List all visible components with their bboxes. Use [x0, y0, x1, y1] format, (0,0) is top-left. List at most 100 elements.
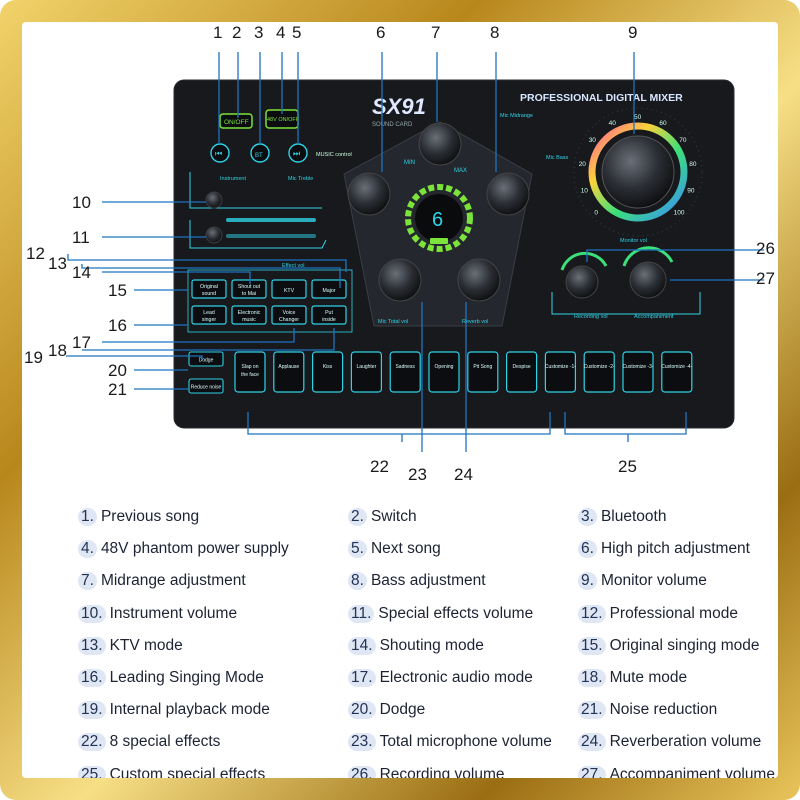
legend-number: 19.	[78, 701, 106, 720]
dial-tick-label: 50	[634, 114, 642, 121]
callout-lines	[66, 52, 764, 452]
callout-13: 13	[48, 254, 67, 273]
effect-slider[interactable]	[226, 234, 316, 238]
legend-number: 1.	[78, 508, 97, 526]
effect-pad[interactable]	[583, 351, 615, 393]
dial-tick-label: 40	[609, 120, 617, 127]
effect-pad[interactable]	[661, 351, 693, 393]
callout-4: 4	[276, 23, 285, 42]
callout-24: 24	[454, 465, 473, 484]
effect-pad-label: Customize -3-	[622, 364, 653, 370]
callout-2: 2	[232, 23, 241, 42]
dial-tick-label: 100	[674, 210, 685, 217]
legend-item: 18.Mute mode	[578, 669, 687, 687]
prev-icon: ⏮	[215, 149, 222, 158]
callout-11: 11	[72, 228, 90, 247]
mode-button[interactable]	[231, 305, 267, 325]
legend-number: 14.	[348, 636, 376, 655]
reverb-vol-label: Reverb vol	[462, 319, 488, 325]
treble-knob[interactable]	[347, 172, 391, 216]
legend-item: 14.Shouting mode	[348, 636, 484, 655]
legend-text: Bluetooth	[600, 508, 667, 525]
prev-button[interactable]	[210, 143, 230, 163]
callout-15: 15	[108, 281, 127, 300]
mode-button-label: Voice	[283, 310, 296, 316]
mic-bass-label: Mic Bass	[546, 155, 569, 161]
legend-text: Total microphone volume	[379, 733, 552, 751]
effect-pad[interactable]	[350, 351, 382, 393]
legend-item: 12.Professional mode	[578, 604, 738, 623]
monitor-vol-label: Monitor vol	[620, 238, 647, 244]
legend-item: 13.KTV mode	[78, 636, 183, 655]
mode-button-label: KTV	[284, 288, 295, 294]
effect-pad-small[interactable]	[188, 378, 224, 394]
mode-button[interactable]	[271, 305, 307, 325]
effect-pad[interactable]	[428, 351, 460, 393]
legend-number: 20.	[348, 701, 376, 720]
legend-item: 10.Instrument volume	[78, 604, 237, 623]
effect-vol-label: Effect vol	[282, 263, 305, 269]
effect-knob[interactable]	[205, 226, 223, 244]
dial-tick-label: 60	[659, 120, 667, 127]
bluetooth-label: BT	[255, 153, 263, 159]
mode-button-label: Original	[200, 284, 218, 290]
phantom-label: 48V ON/OFF	[267, 117, 300, 123]
mic-total-knob[interactable]	[378, 258, 422, 302]
legend-text: Dodge	[379, 701, 426, 719]
legend-item: 8.Bass adjustment	[348, 572, 486, 591]
mode-button[interactable]	[271, 279, 307, 299]
legend-number: 5.	[348, 540, 367, 559]
callout-12: 12	[26, 244, 45, 263]
effect-pad[interactable]	[312, 351, 344, 393]
midrange-knob[interactable]	[418, 122, 462, 166]
monitor-knob[interactable]	[601, 135, 675, 209]
bass-knob[interactable]	[486, 172, 530, 216]
instrument-knob[interactable]	[205, 191, 223, 209]
legend-item: 4.48V phantom power supply	[78, 540, 289, 559]
legend-item: 27.Accompaniment volume	[578, 765, 775, 778]
recording-knob[interactable]	[565, 265, 599, 299]
callout-5: 5	[292, 23, 301, 42]
legend-item: 6.High pitch adjustment	[578, 540, 750, 559]
dial-tick-label: 70	[679, 137, 687, 144]
effect-pad[interactable]	[544, 351, 577, 393]
effect-pad[interactable]	[389, 351, 421, 393]
battery-icon	[430, 238, 448, 244]
mode-button[interactable]	[311, 279, 347, 299]
effect-pad-label: Opening	[435, 364, 454, 370]
mode-button-label: music	[242, 317, 256, 323]
mode-button[interactable]	[311, 305, 347, 325]
legend-item: 2.Switch	[348, 508, 417, 526]
callout-8: 8	[490, 23, 499, 42]
legend-number: 17.	[348, 669, 376, 687]
mixer-diagram: SX91 SOUND CARD PROFESSIONAL DIGITAL MIX…	[24, 23, 775, 484]
max-label: MAX	[454, 168, 467, 174]
brand-sub: SOUND CARD	[372, 122, 413, 128]
legend-item: 1.Previous song	[78, 508, 199, 526]
mode-panel	[187, 269, 353, 333]
display-ring	[405, 184, 473, 252]
callout-20: 20	[108, 361, 127, 380]
legend-text: Special effects volume	[378, 604, 534, 622]
legend-number: 6.	[578, 540, 597, 559]
on-off-switch[interactable]	[219, 113, 253, 129]
callout-19: 19	[24, 348, 43, 367]
effect-pad-label: Sadness	[395, 364, 415, 370]
legend-text: Next song	[370, 540, 441, 558]
effect-pad[interactable]	[622, 351, 654, 393]
effect-pad[interactable]	[234, 351, 266, 393]
callout-22: 22	[370, 457, 389, 476]
effect-pad[interactable]	[273, 351, 305, 393]
mode-button[interactable]	[191, 305, 227, 325]
reverb-knob[interactable]	[457, 258, 501, 302]
mode-button-label: to Mai	[242, 291, 256, 297]
effect-pad[interactable]	[467, 351, 499, 393]
instrument-slider[interactable]	[226, 218, 316, 222]
recording-vol-label: Recording vol	[574, 314, 608, 320]
accompaniment-knob[interactable]	[629, 261, 667, 299]
effect-pad[interactable]	[506, 351, 538, 393]
mode-button[interactable]	[231, 279, 267, 299]
min-label: MIN	[404, 160, 415, 166]
mode-button[interactable]	[191, 279, 227, 299]
